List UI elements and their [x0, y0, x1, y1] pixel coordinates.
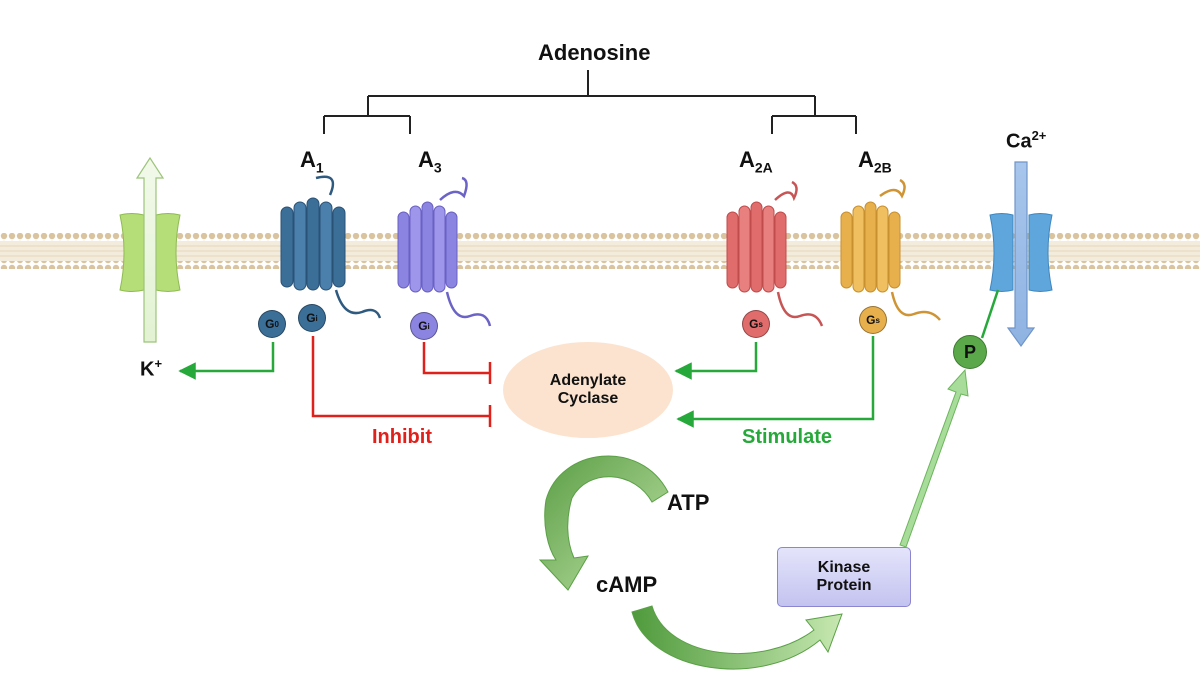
receptor-a2b-icon [840, 178, 941, 321]
kinase-to-phosphate-arrow [899, 368, 969, 548]
potassium-efflux-arrow [135, 156, 165, 343]
adenylate-cyclase-enzyme: Adenylate Cyclase [503, 342, 673, 438]
receptor-a3-label: A3 [418, 147, 442, 176]
kinase-line2: Protein [816, 577, 872, 594]
receptor-a2a-icon [726, 180, 824, 327]
adenosine-bracket [323, 70, 857, 134]
inhibit-label: Inhibit [372, 426, 432, 448]
receptor-a2a-label: A2A [739, 147, 773, 176]
enzyme-line2: Cyclase [557, 390, 619, 407]
atp-to-camp-arrow [538, 455, 669, 591]
stimulation-lines [178, 289, 1000, 428]
camp-to-kinase-arrow [631, 605, 843, 670]
enzyme-line1: Adenylate [549, 372, 627, 389]
kinase-line1: Kinase [817, 559, 871, 576]
adenosine-label: Adenosine [538, 40, 651, 65]
calcium-influx-arrow [1006, 161, 1036, 348]
inhibition-lines [311, 336, 492, 427]
receptor-a2b-label: A2B [858, 147, 892, 176]
potassium-channel [119, 156, 181, 343]
atp-label: ATP [667, 490, 710, 515]
calcium-channel [989, 161, 1053, 348]
receptor-a3-icon [397, 176, 492, 327]
receptor-a1-icon [280, 175, 382, 319]
receptor-a1-label: A1 [300, 147, 324, 176]
camp-label: cAMP [596, 572, 658, 597]
phosphate-badge: P [953, 335, 987, 369]
potassium-ion-label: K+ [140, 356, 163, 381]
kinase-protein-box: Kinase Protein [777, 547, 911, 607]
stimulate-label: Stimulate [742, 426, 833, 448]
calcium-ion-label: Ca2+ [1006, 128, 1047, 153]
